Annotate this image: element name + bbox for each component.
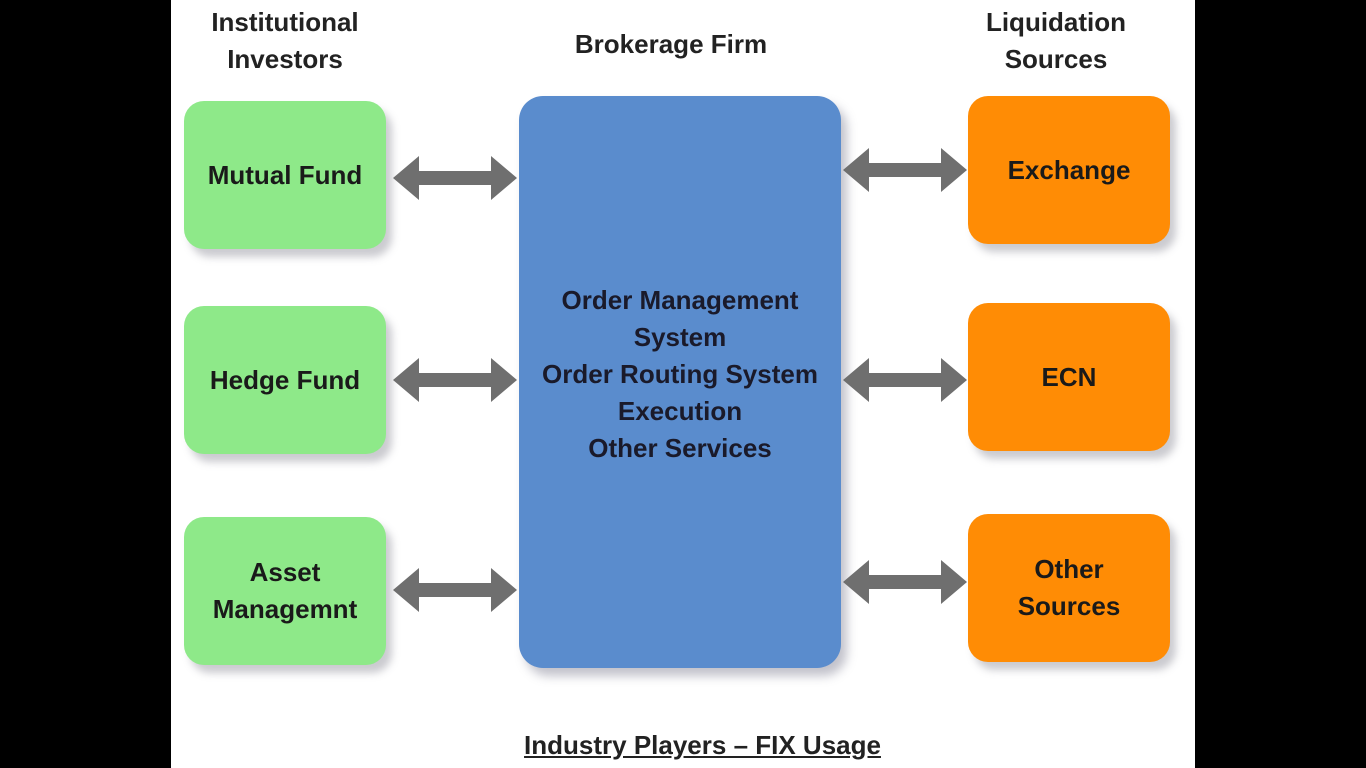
heading-institutional-investors: Institutional Investors xyxy=(185,4,385,78)
source-box-ecn: ECN xyxy=(968,303,1170,451)
brokerage-firm-box: Order Management System Order Routing Sy… xyxy=(519,96,841,668)
brokerage-line-other-services: Other Services xyxy=(588,432,772,463)
diagram-slide: Institutional Investors Brokerage Firm L… xyxy=(171,0,1195,768)
source-label: Exchange xyxy=(1007,154,1131,185)
heading-liquidation-sources: Liquidation Sources xyxy=(956,4,1156,78)
investor-label-line-1: Asset xyxy=(249,557,321,587)
heading-right-line-1: Liquidation xyxy=(985,7,1127,37)
source-label-line-2: Sources xyxy=(1017,591,1121,621)
double-arrow-icon xyxy=(393,568,517,612)
double-arrow-icon xyxy=(393,358,517,402)
footer-caption: Industry Players – FIX Usage xyxy=(524,730,881,760)
brokerage-line-system: System xyxy=(633,321,727,352)
source-box-exchange: Exchange xyxy=(968,96,1170,244)
double-arrow-icon xyxy=(843,560,967,604)
investor-label-line-2: Managemnt xyxy=(212,594,358,624)
heading-right-line-2: Sources xyxy=(1004,44,1108,74)
source-label: ECN xyxy=(1041,361,1097,392)
source-box-other-sources: Other Sources xyxy=(968,514,1170,662)
investor-box-hedge-fund: Hedge Fund xyxy=(184,306,386,454)
double-arrow-icon xyxy=(843,358,967,402)
investor-label: Hedge Fund xyxy=(209,364,361,395)
brokerage-line-execution: Execution xyxy=(617,395,743,426)
investor-box-asset-management: Asset Managemnt xyxy=(184,517,386,665)
double-arrow-icon xyxy=(393,156,517,200)
investor-label: Mutual Fund xyxy=(207,159,363,190)
investor-box-mutual-fund: Mutual Fund xyxy=(184,101,386,249)
heading-brokerage-firm: Brokerage Firm xyxy=(574,29,768,59)
brokerage-line-order-management: Order Management xyxy=(561,284,799,315)
brokerage-line-order-routing: Order Routing System xyxy=(542,358,818,389)
source-label-line-1: Other xyxy=(1034,554,1104,584)
double-arrow-icon xyxy=(843,148,967,192)
heading-left-line-1: Institutional xyxy=(211,7,359,37)
heading-left-line-2: Investors xyxy=(227,44,343,74)
